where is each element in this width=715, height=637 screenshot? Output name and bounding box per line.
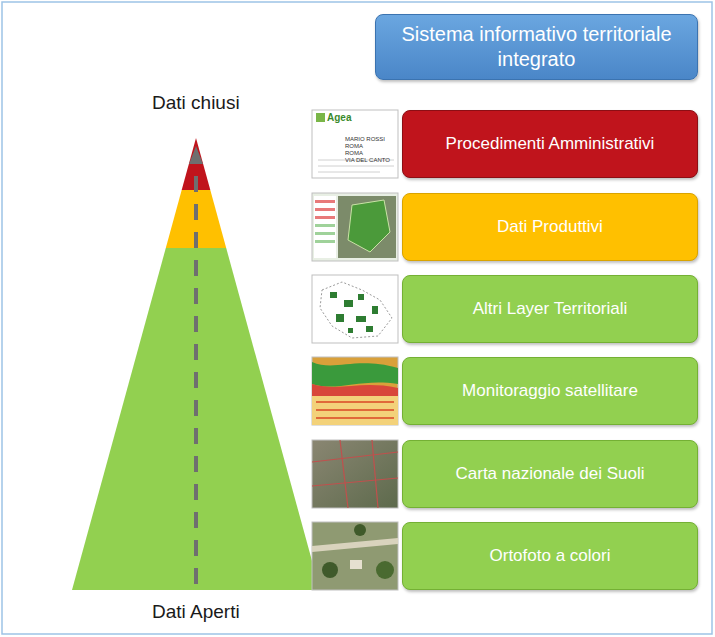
thumbnail-text: MARIO ROSSI (345, 136, 385, 143)
arrow-head (189, 146, 203, 164)
region-map-thumbnail (312, 275, 398, 343)
layer-box: Altri Layer Territoriali (402, 275, 698, 343)
thumbnail-text: ROMA (345, 143, 363, 150)
layer-text: Dati Produttivi (497, 216, 603, 237)
layer-box: Dati Produttivi (402, 193, 698, 261)
satellite-thumbnail (312, 357, 398, 425)
logo-text: Agea (327, 112, 351, 123)
orthophoto-thumbnail (312, 522, 398, 590)
header-box: Sistema informativo territoriale integra… (375, 14, 698, 80)
pyramid-label: Dati Aperti (152, 602, 240, 623)
thumbnail-text: ROMA (345, 150, 363, 157)
map-table-thumbnail (312, 193, 398, 261)
layer-text: Ortofoto a colori (490, 545, 611, 566)
soil-map-thumbnail (312, 440, 398, 508)
layer-box: Ortofoto a colori (402, 522, 698, 590)
layer-text: Altri Layer Territoriali (473, 298, 628, 319)
dashed-arrow (194, 162, 198, 584)
layer-text: Carta nazionale dei Suoli (455, 463, 644, 484)
layer-box: Procedimenti Amministrativi (402, 110, 698, 178)
thumbnail-text: VIA DEL CANTO (345, 157, 390, 164)
layer-box: Carta nazionale dei Suoli (402, 440, 698, 508)
layer-text: Procedimenti Amministrativi (446, 133, 655, 154)
layer-box: Monitoraggio satellitare (402, 357, 698, 425)
layer-text: Monitoraggio satellitare (462, 380, 638, 401)
pyramid-label: Dati chiusi (152, 93, 240, 114)
document-thumbnail (312, 110, 398, 178)
header-text: Sistema informativo territoriale integra… (388, 22, 685, 72)
